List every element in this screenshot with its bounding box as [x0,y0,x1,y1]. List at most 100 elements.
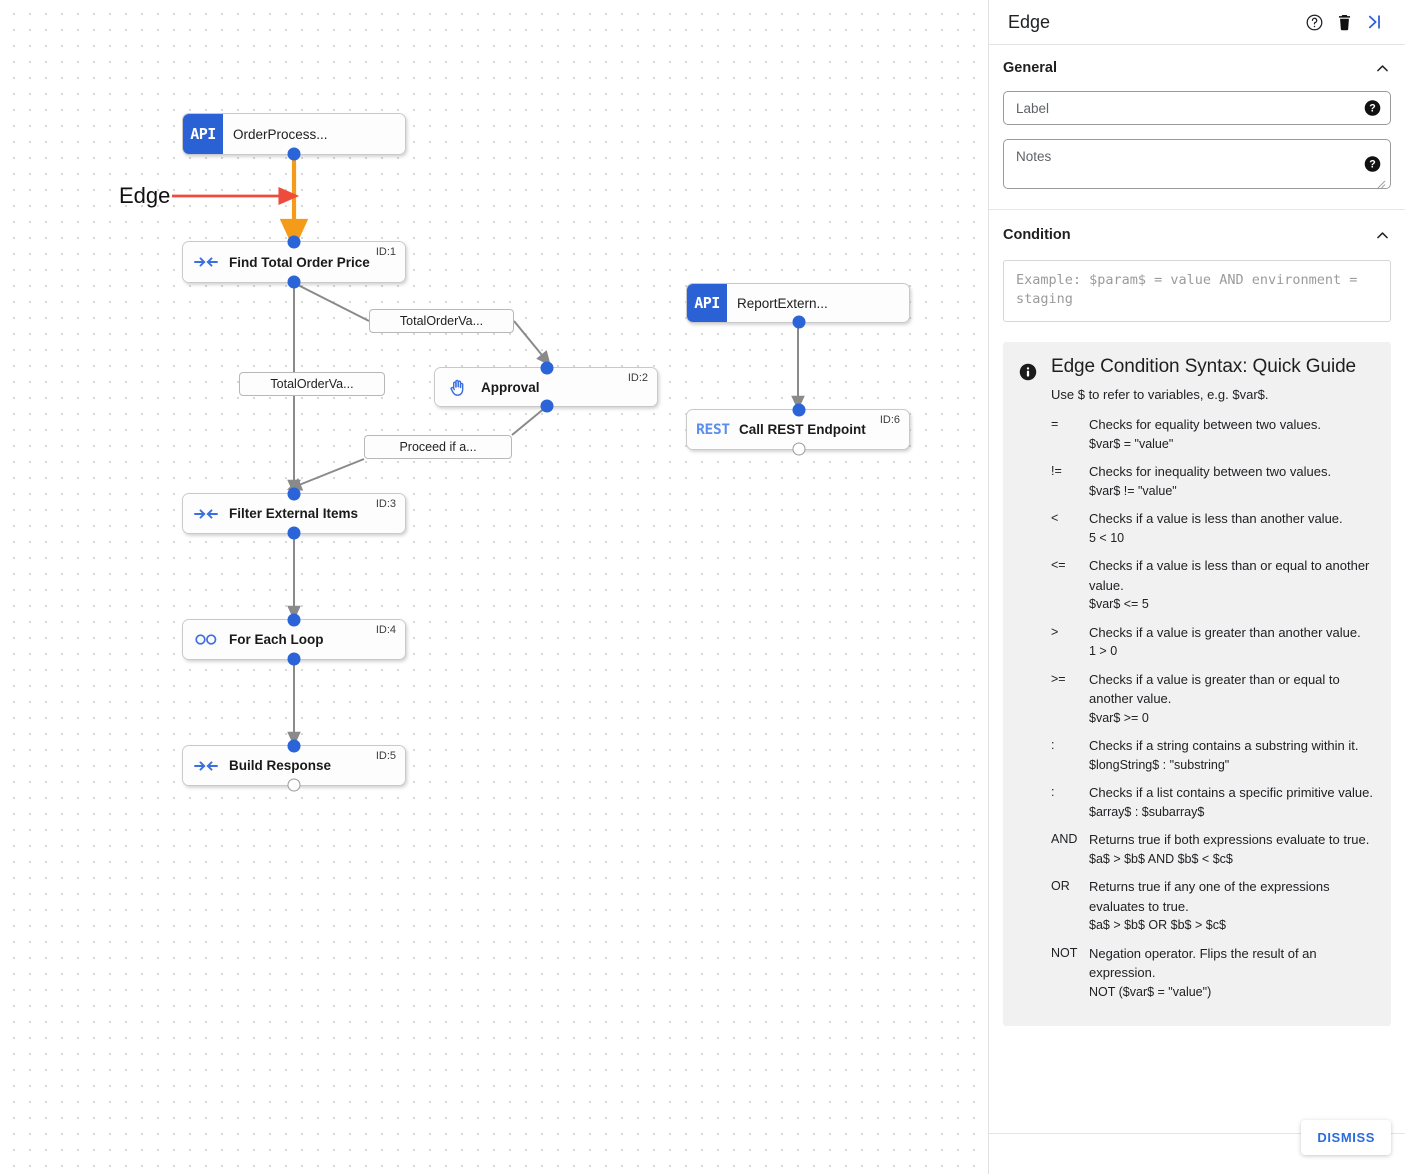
operator-row: < Checks if a value is less than another … [1051,509,1375,548]
node-id: ID:3 [375,498,396,510]
operator-list: =Checks for equality between two values.… [1051,415,1375,1002]
operator-symbol: < [1051,511,1059,525]
operator-row: NOT Negation operator. Flips the result o… [1051,944,1375,1003]
operator-description-text: Negation operator. Flips the result of a… [1089,945,1317,981]
operator-symbol: NOT [1051,945,1078,960]
rest-icon: REST [696,421,730,438]
operator-example: $var$ = "value" [1089,436,1174,451]
general-heading: General [1003,60,1057,76]
info-icon [1019,356,1037,1010]
edge-label-total-order-value-1[interactable]: TotalOrderVa... [369,309,514,333]
edge-label-total-order-value-2[interactable]: TotalOrderVa... [239,372,385,396]
operator-example: 1 > 0 [1089,644,1118,658]
operator-row: : Checks if a list contains a specific pr… [1051,783,1375,822]
node-input-port[interactable] [792,403,806,417]
operator-description: Returns true if any one of the expressio… [1089,877,1375,936]
node-filter-external-items[interactable]: Filter External Items ID:3 [182,487,406,540]
node-input-port[interactable] [287,487,301,501]
node-output-port[interactable] [287,275,301,289]
node-output-port[interactable] [792,315,806,329]
edge-annotation-label: Edge [119,183,171,208]
condition-section-header[interactable]: Condition [1003,210,1391,260]
operator-symbol: : [1051,785,1055,799]
flow-canvas[interactable]: Edge API OrderProcess... Find Total Orde… [0,0,988,1174]
dismiss-button[interactable]: DISMISS [1301,1120,1391,1155]
operator-example: 5 < 10 [1089,530,1125,545]
edge-condition-syntax-guide: Edge Condition Syntax: Quick Guide Use $… [1003,342,1391,1026]
operator-row: >= Checks if a value is greater than or e… [1051,670,1375,729]
condition-heading: Condition [1003,227,1071,243]
operator-description-text: Checks if a string contains a substring … [1089,738,1359,753]
chevron-up-icon[interactable] [1374,60,1391,77]
node-output-port[interactable] [287,778,301,792]
guide-subtitle: Use $ to refer to variables, e.g. $var$. [1051,387,1269,402]
chevron-up-icon[interactable] [1374,227,1391,244]
merge-arrows-icon [183,506,229,522]
operator-description: Checks if a list contains a specific pri… [1089,783,1375,822]
help-icon[interactable] [1299,7,1329,37]
delete-icon[interactable] [1329,7,1359,37]
node-input-port[interactable] [287,739,301,753]
operator-symbol: >= [1051,671,1066,686]
operator-description: Checks if a value is less than another v… [1089,509,1375,548]
condition-input[interactable]: Example: $param$ = value AND environment… [1003,260,1391,322]
operator-row: :Checks if a string contains a substring… [1051,736,1375,775]
edge-layer [172,155,805,747]
node-output-port[interactable] [540,399,554,413]
operator-description: Checks if a value is greater than anothe… [1089,623,1375,662]
api-badge-icon: API [687,284,727,322]
notes-field[interactable]: Notes ? [1003,139,1391,189]
operator-description-text: Checks for equality between two values. [1089,417,1321,432]
node-label: Call REST Endpoint [739,422,866,437]
node-for-each-loop[interactable]: For Each Loop ID:4 [182,613,406,666]
operator-example: $var$ != "value" [1089,483,1177,498]
node-input-port[interactable] [540,361,554,375]
edge-label-proceed-if-approved[interactable]: Proceed if a... [364,435,512,459]
api-badge-icon: API [183,114,223,154]
operator-example: NOT ($var$ = "value") [1089,984,1212,999]
operator-example: $a$ > $b$ OR $b$ > $c$ [1089,918,1226,932]
node-reportextern[interactable]: API ReportExtern... [686,283,910,329]
label-field[interactable]: Label ? [1003,91,1391,125]
node-orderprocess[interactable]: API OrderProcess... [182,113,406,161]
node-label: Filter External Items [229,506,359,521]
operator-example: $a$ > $b$ AND $b$ < $c$ [1089,851,1233,866]
operator-description: Checks for inequality between two values… [1089,462,1375,501]
operator-description-text: Checks if a value is greater than or equ… [1089,671,1340,707]
operator-row: <=Checks if a value is less than or equa… [1051,556,1375,615]
node-label: Approval [481,379,540,395]
help-icon[interactable]: ? [1364,100,1381,117]
node-input-port[interactable] [287,613,301,627]
operator-example: $array$ : $subarray$ [1089,804,1205,819]
operator-symbol: <= [1051,558,1066,572]
collapse-panel-icon[interactable] [1359,7,1389,37]
node-input-port[interactable] [287,235,301,249]
page-title: Edge [1008,11,1051,32]
node-output-port[interactable] [287,147,301,161]
edge-properties-panel: Edge General Label ? [988,0,1405,1174]
node-label: Find Total Order Price [229,254,370,270]
node-call-rest-endpoint[interactable]: REST Call REST Endpoint ID:6 [686,403,910,456]
panel-header: Edge [989,0,1405,45]
node-build-response[interactable]: Build Response ID:5 [182,739,406,792]
operator-example: $var$ >= 0 [1089,710,1149,725]
operator-description-text: Checks for inequality between two values… [1089,464,1332,479]
node-find-total-order-price[interactable]: Find Total Order Price ID:1 [182,235,406,289]
resize-grip-icon[interactable] [1377,176,1386,189]
node-label: ReportExtern... [737,295,828,311]
operator-symbol: OR [1051,879,1070,893]
node-label: Build Response [229,758,332,773]
general-section-header[interactable]: General [1003,45,1391,91]
operator-row: !=Checks for inequality between two valu… [1051,462,1375,501]
node-label: For Each Loop [229,632,324,647]
node-output-port[interactable] [792,442,806,456]
operator-row: OR Returns true if any one of the express… [1051,877,1375,936]
operator-example: $var$ <= 5 [1089,597,1149,611]
help-icon[interactable]: ? [1364,156,1381,173]
node-approval[interactable]: Approval ID:2 [434,361,658,413]
node-output-port[interactable] [287,652,301,666]
node-id: ID:6 [879,414,900,426]
node-label: OrderProcess... [233,126,328,142]
node-output-port[interactable] [287,526,301,540]
operator-description-text: Returns true if any one of the expressio… [1089,879,1330,914]
